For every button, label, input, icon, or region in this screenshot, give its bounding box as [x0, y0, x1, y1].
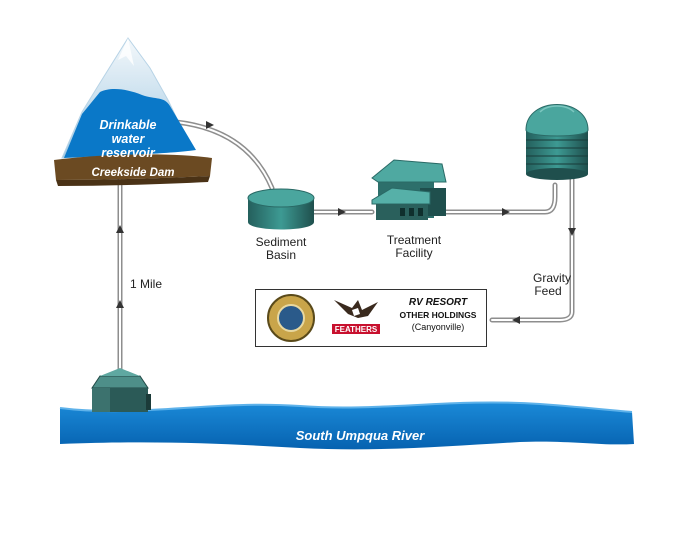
- dam-wall: [54, 154, 212, 180]
- resort-location: (Canyonville): [411, 322, 465, 332]
- reservoir-mountain: [54, 37, 212, 186]
- arrow-right-icon: [206, 121, 214, 129]
- sediment-label-line2: Basin: [266, 248, 296, 262]
- pipe-network: [117, 119, 575, 375]
- river-label: South Umpqua River: [296, 428, 426, 443]
- arrow-up-icon: [116, 225, 124, 233]
- reservoir-label-line2: water: [112, 132, 146, 146]
- gravity-label-line2: Feed: [534, 284, 561, 298]
- storage-tank: [525, 104, 589, 180]
- pump-house: [91, 368, 151, 412]
- seal-logo: [267, 294, 315, 342]
- resort-subtitle: OTHER HOLDINGS: [399, 310, 477, 320]
- distance-label: 1 Mile: [130, 277, 162, 291]
- reservoir-label-line3: reservoir: [101, 146, 156, 160]
- mountain-highlight: [118, 38, 134, 66]
- arrow-right-icon: [502, 208, 510, 216]
- arrow-right-icon: [338, 208, 346, 216]
- sediment-basin: [247, 188, 315, 230]
- arrow-up-icon: [116, 300, 124, 308]
- treatment-label-line2: Facility: [395, 246, 432, 260]
- gravity-label-line1: Gravity: [533, 271, 571, 285]
- river: [59, 401, 634, 450]
- treatment-label-line1: Treatment: [387, 233, 442, 247]
- resort-text-block: RV RESORT OTHER HOLDINGS (Canyonville): [392, 296, 484, 333]
- reservoir-water: [64, 88, 196, 158]
- reservoir-label-line1: Drinkable: [100, 118, 157, 132]
- resort-legend: FEATHERS RV RESORT OTHER HOLDINGS (Canyo…: [255, 289, 487, 347]
- arrow-down-icon: [568, 228, 576, 236]
- feathers-logo-text: FEATHERS: [335, 325, 378, 334]
- pipe-inner: [119, 121, 573, 373]
- treatment-facility: [371, 159, 447, 220]
- feathers-logo: FEATHERS: [332, 300, 380, 334]
- sediment-label-line1: Sediment: [256, 235, 307, 249]
- arrow-left-icon: [512, 316, 520, 324]
- resort-title: RV RESORT: [408, 297, 468, 308]
- flow-arrows: [116, 121, 576, 324]
- dam-label: Creekside Dam: [91, 167, 174, 179]
